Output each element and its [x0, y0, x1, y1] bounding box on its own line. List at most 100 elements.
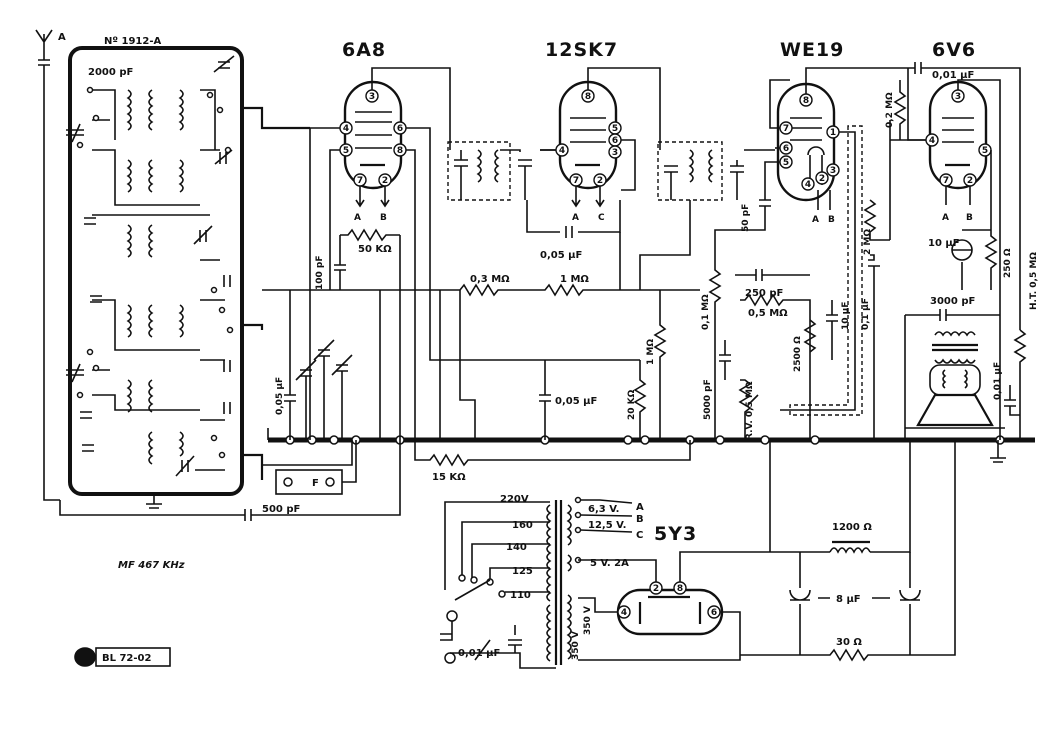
svg-text:350 V: 350 V	[571, 631, 581, 660]
svg-text:8: 8	[803, 96, 809, 106]
rf-coils	[126, 89, 184, 465]
output-transformer	[929, 331, 981, 396]
wave-switch	[76, 86, 234, 471]
model-number: Nº 1912-A	[104, 36, 161, 47]
resistor-30-label: 30 Ω	[836, 637, 862, 648]
filter-section: 1200 Ω 8 μF 30 Ω	[740, 440, 956, 662]
power-transformer: 220V 160 140 125 110 6,3 V. 12,5 V. 5 V.…	[440, 494, 644, 669]
cap-500pf-label: 500 pF	[262, 504, 300, 515]
tube-6v6: 6V6 3 4 5 7 2 A B 0,01 μF 0,2 MΩ 10 μF 2…	[885, 39, 1039, 440]
rf-coil-section: A Nº 1912-A 2000 pF	[35, 29, 310, 509]
svg-text:12,5 V.: 12,5 V.	[588, 520, 626, 531]
resistor-03m-label: 0,3 MΩ	[470, 274, 510, 285]
cap-005-label-c: 0,05 μF	[555, 396, 597, 407]
svg-text:A: A	[636, 502, 644, 513]
resistor-2m-label: 2 MΩ	[863, 229, 873, 255]
resistor-50k-label: 50 KΩ	[358, 244, 392, 255]
svg-text:110: 110	[510, 590, 531, 601]
svg-text:B: B	[828, 215, 835, 225]
svg-text:C: C	[598, 213, 605, 223]
svg-text:B: B	[380, 213, 387, 223]
resistor-01m-label: 0,1 MΩ	[701, 294, 711, 330]
cap-01uf-label: 0,1 μF	[861, 298, 871, 330]
resistor-250-label: 250 Ω	[1003, 248, 1013, 278]
if-frequency-label: MF 467 KHz	[118, 560, 185, 571]
tube-6v6-label: 6V6	[932, 39, 976, 61]
cap-2000pf-label: 2000 pF	[88, 67, 133, 78]
resistor-2500-label: 2500 Ω	[793, 336, 803, 372]
resistor-15k-label: 15 KΩ	[432, 472, 466, 483]
tube-5y3: 5Y3 2 8 4 6	[578, 523, 830, 661]
resistor-20k-label: 20 KΩ	[627, 389, 637, 420]
svg-text:2: 2	[819, 174, 825, 184]
fuse: F	[275, 469, 343, 495]
svg-text:5: 5	[783, 158, 789, 168]
svg-text:B: B	[966, 213, 973, 223]
mains-220v-label: 220V	[500, 494, 529, 505]
tube-12sk7-label: 12SK7	[545, 39, 618, 61]
svg-text:4: 4	[559, 146, 565, 156]
cap-001uf-b-label: 0,01 μF	[993, 362, 1003, 400]
svg-text:6: 6	[783, 144, 789, 154]
if-transformer-2	[639, 141, 775, 290]
resistor-1m-label-b: 1 MΩ	[646, 339, 656, 365]
svg-text:5: 5	[982, 146, 988, 156]
svg-text:3: 3	[955, 92, 961, 102]
svg-text:4: 4	[621, 608, 627, 618]
cap-10uf-b-label: 10 μF	[928, 238, 960, 249]
reference-badge: BL 72-02	[74, 647, 171, 667]
cap-001uf-c-label: 0,01 μF	[458, 648, 500, 659]
svg-text:2: 2	[382, 176, 388, 186]
svg-text:A: A	[572, 213, 579, 223]
resistor-1m-label-a: 1 MΩ	[560, 274, 589, 285]
antenna-label: A	[58, 32, 66, 43]
cap-8uf-label: 8 μF	[836, 594, 861, 605]
tube-12sk7: 12SK7 8 4 5 6 7 2 3 A C 0,05 μF	[526, 39, 661, 290]
svg-text:A: A	[942, 213, 949, 223]
cap-100pf-label: 100 pF	[315, 255, 325, 290]
svg-text:8: 8	[677, 584, 683, 594]
tube-5y3-label: 5Y3	[654, 523, 697, 545]
svg-text:A: A	[354, 213, 361, 223]
tube-we19: WE19 8 7 6 5 4 1 2 3 A B 50 pF 2 MΩ	[714, 39, 915, 416]
cap-005-label-a: 0,05 μF	[540, 250, 582, 261]
svg-text:350 V: 350 V	[583, 606, 593, 635]
svg-text:3: 3	[369, 92, 375, 102]
svg-text:8: 8	[397, 146, 403, 156]
svg-text:6: 6	[612, 136, 618, 146]
svg-text:140: 140	[506, 542, 527, 553]
svg-text:3: 3	[830, 166, 836, 176]
cap-250pf-label: 250 pF	[745, 288, 783, 299]
tube-6a8-label: 6A8	[342, 39, 386, 61]
svg-text:5: 5	[612, 124, 618, 134]
cap-5000pf-label: 5000 pF	[703, 379, 713, 420]
svg-text:6: 6	[397, 124, 403, 134]
svg-text:2: 2	[967, 176, 973, 186]
svg-text:6: 6	[711, 608, 717, 618]
svg-text:2: 2	[597, 176, 603, 186]
tube-we19-label: WE19	[780, 39, 844, 61]
svg-text:B: B	[636, 514, 644, 525]
resistor-05m-label: 0,5 MΩ	[748, 308, 788, 319]
svg-text:F: F	[312, 478, 319, 489]
svg-text:7: 7	[573, 176, 579, 186]
svg-text:125: 125	[512, 566, 533, 577]
cap-50pf-label: 50 pF	[741, 204, 751, 232]
choke-1200-label: 1200 Ω	[832, 522, 872, 533]
svg-text:1: 1	[830, 128, 836, 138]
svg-text:8: 8	[585, 92, 591, 102]
svg-text:7: 7	[357, 176, 363, 186]
cap-3000pf-label: 3000 pF	[930, 296, 975, 307]
svg-text:6,3 V.: 6,3 V.	[588, 504, 619, 515]
resistor-02m-label: 0,2 MΩ	[885, 92, 895, 128]
svg-text:A: A	[812, 215, 819, 225]
speaker-icon	[905, 393, 1005, 429]
svg-text:5 V. 2A: 5 V. 2A	[590, 558, 629, 569]
svg-text:7: 7	[783, 124, 789, 134]
svg-text:2: 2	[653, 584, 659, 594]
volume-rv-label: R.V. 0,5 MΩ	[745, 381, 755, 440]
svg-text:4: 4	[929, 136, 935, 146]
svg-text:7: 7	[943, 176, 949, 186]
resistor-ht-label: H.T. 0,5 MΩ	[1029, 252, 1039, 310]
